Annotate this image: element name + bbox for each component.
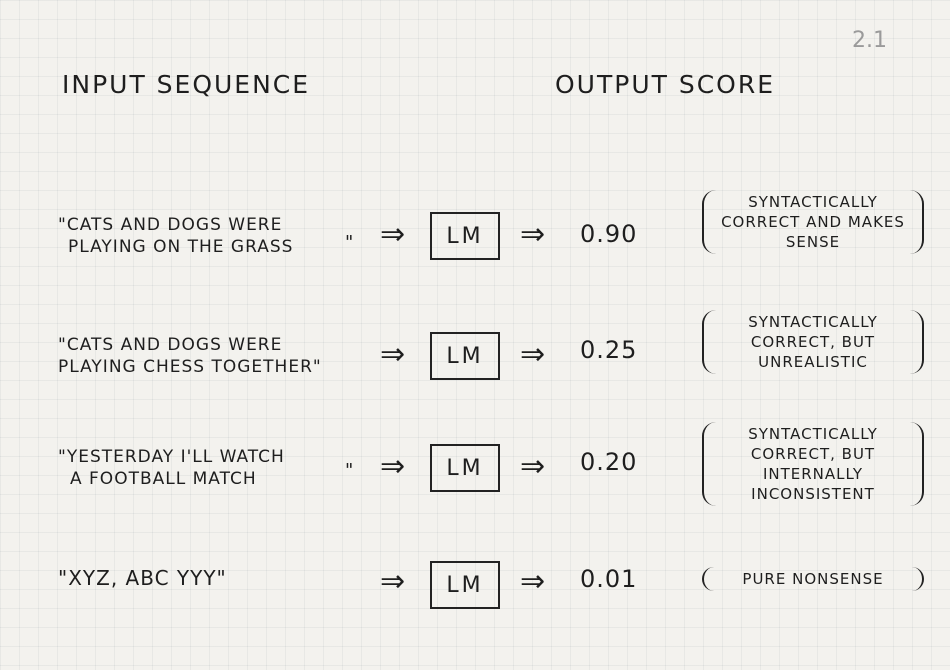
input-line: "CATS AND DOGS WERE xyxy=(58,335,283,355)
score: 0.90 xyxy=(580,220,638,248)
input-line: "CATS AND DOGS WERE xyxy=(58,215,283,235)
input-line: PLAYING ON THE GRASS xyxy=(68,237,294,257)
lm-box: LM xyxy=(430,444,500,492)
input-line: PLAYING CHESS TOGETHER" xyxy=(58,357,322,377)
arrow-icon: ⇒ xyxy=(520,337,546,372)
comment: PURE NONSENSE xyxy=(702,567,924,591)
arrow-icon: ⇒ xyxy=(380,449,406,484)
arrow-icon: ⇒ xyxy=(380,564,406,599)
input-sequence-header: INPUT SEQUENCE xyxy=(62,70,311,99)
arrow-icon: ⇒ xyxy=(380,337,406,372)
arrow-icon: ⇒ xyxy=(520,449,546,484)
input-line: "YESTERDAY I'LL WATCH xyxy=(58,447,285,467)
comment: SYNTACTICALLY CORRECT, BUT INTERNALLY IN… xyxy=(702,422,924,506)
arrow-icon: ⇒ xyxy=(520,217,546,252)
arrow-icon: ⇒ xyxy=(520,564,546,599)
arrow-icon: ⇒ xyxy=(380,217,406,252)
lm-box: LM xyxy=(430,212,500,260)
close-quote: " xyxy=(345,232,354,253)
score: 0.25 xyxy=(580,336,638,364)
input-sequence: "XYZ, ABC YYY" xyxy=(58,567,358,589)
score: 0.01 xyxy=(580,565,638,593)
score: 0.20 xyxy=(580,448,638,476)
lm-box: LM xyxy=(430,332,500,380)
lm-box: LM xyxy=(430,561,500,609)
comment: SYNTACTICALLY CORRECT, BUT UNREALISTIC xyxy=(702,310,924,374)
page-number: 2.1 xyxy=(852,28,887,53)
comment: SYNTACTICALLY CORRECT AND MAKES SENSE xyxy=(702,190,924,254)
input-line: A FOOTBALL MATCH xyxy=(70,469,257,489)
input-line: "XYZ, ABC YYY" xyxy=(58,566,227,590)
output-score-header: OUTPUT SCORE xyxy=(555,70,776,99)
close-quote: " xyxy=(345,460,354,481)
